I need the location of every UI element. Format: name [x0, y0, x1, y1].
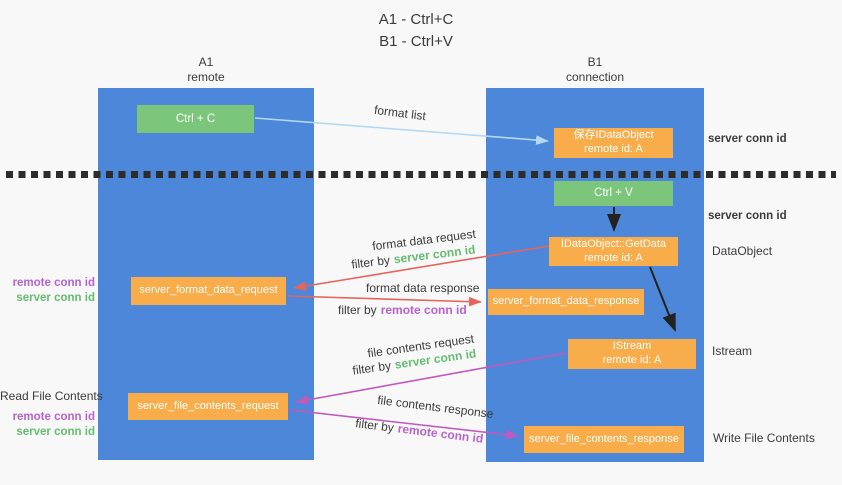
label-format-list: format list — [373, 102, 427, 124]
column-b1-sub: connection — [565, 70, 625, 84]
node-save-idataobject: 保存IDataObject remote id: A — [554, 128, 673, 158]
left-conn-id-pair-1: remote conn id server conn id — [0, 276, 95, 306]
left-conn-id-pair-2: remote conn id server conn id — [0, 410, 95, 440]
left-server-conn-id-1: server conn id — [16, 291, 95, 304]
node-server-format-data-request: server_format_data_request — [131, 277, 286, 305]
node-idataobject-getdata-sublabel: remote id: A — [584, 251, 643, 264]
left-server-conn-id-2: server conn id — [16, 425, 95, 438]
title-line-1: A1 - Ctrl+C — [378, 11, 454, 28]
right-server-conn-id-top: server conn id — [708, 133, 787, 145]
node-idataobject-getdata-label: IDataObject::GetData — [560, 237, 667, 250]
label-istream: Istream — [712, 344, 753, 358]
node-idataobject-getdata: IDataObject::GetData remote id: A — [549, 237, 678, 266]
left-remote-conn-id-1: remote conn id — [12, 277, 95, 289]
node-ctrl-c: Ctrl + C — [137, 105, 254, 133]
node-server-format-data-response-label: server_format_data_response — [492, 295, 640, 308]
node-ctrl-v-label: Ctrl + V — [594, 187, 633, 200]
node-server-format-data-response: server_format_data_response — [488, 289, 644, 315]
column-a1-id: A1 — [198, 55, 214, 69]
node-save-idataobject-label: 保存IDataObject — [573, 129, 654, 142]
filter-prefix-2: filter by — [338, 303, 377, 317]
right-server-conn-id-mid: server conn id — [708, 210, 787, 222]
node-istream: IStream remote id: A — [568, 339, 696, 369]
column-header-b1: B1 connection — [535, 55, 655, 85]
diagram-title: A1 - Ctrl+C B1 - Ctrl+V — [286, 9, 546, 53]
filter-key-remote-conn-id-2: remote conn id — [396, 421, 485, 446]
column-b1-id: B1 — [587, 55, 603, 69]
node-server-file-contents-request: server_file_contents_request — [128, 393, 288, 420]
label-format-data-response: format data response — [366, 281, 480, 295]
filter-key-remote-conn-id-1: remote conn id — [380, 303, 467, 317]
label-file-contents-response: file contents response — [376, 392, 495, 422]
node-istream-sublabel: remote id: A — [602, 354, 662, 366]
filter-prefix-1: filter by — [350, 252, 391, 272]
filter-prefix-4: filter by — [354, 416, 395, 435]
arrow-format-data-response — [287, 295, 482, 307]
filter-prefix-3: filter by — [351, 358, 392, 378]
column-a1-sub: remote — [187, 70, 225, 84]
dashed-divider — [6, 171, 836, 178]
node-istream-label: IStream — [612, 340, 652, 353]
left-remote-conn-id-2: remote conn id — [12, 411, 95, 423]
label-dataobject: DataObject — [712, 244, 773, 258]
title-line-2: B1 - Ctrl+V — [379, 32, 453, 50]
node-save-idataobject-sublabel: remote id: A — [584, 143, 643, 155]
node-server-format-data-request-label: server_format_data_request — [139, 284, 278, 297]
label-read-file-contents: Read File Contents — [0, 389, 103, 403]
node-server-file-contents-request-label: server_file_contents_request — [137, 399, 279, 412]
node-server-file-contents-response-label: server_file_contents_response — [529, 432, 679, 445]
column-header-a1: A1 remote — [146, 55, 266, 85]
node-ctrl-c-label: Ctrl + C — [175, 112, 216, 125]
node-ctrl-v: Ctrl + V — [554, 181, 673, 206]
label-write-file-contents: Write File Contents — [713, 431, 815, 445]
node-server-file-contents-response: server_file_contents_response — [524, 426, 684, 453]
